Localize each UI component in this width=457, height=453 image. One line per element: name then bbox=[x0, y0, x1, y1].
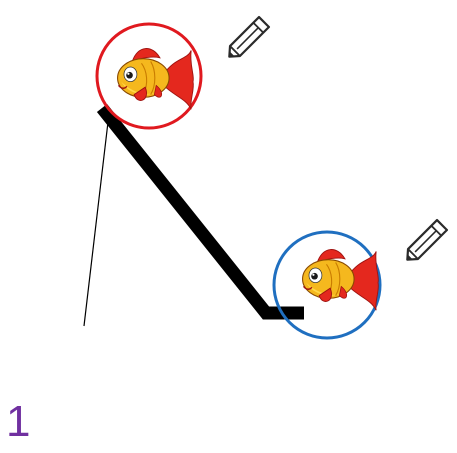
bottom-fish-group bbox=[272, 230, 382, 340]
thin-line bbox=[83, 121, 109, 327]
goldfish-icon bbox=[301, 248, 380, 311]
page-number: 1 bbox=[6, 397, 31, 446]
thick-rod bbox=[96, 103, 304, 320]
bottom-circle bbox=[272, 230, 382, 340]
pencil-icon bbox=[401, 218, 449, 266]
top-fish-group bbox=[95, 22, 203, 130]
goldfish-icon bbox=[116, 47, 195, 110]
pencil-icon bbox=[223, 15, 271, 63]
top-circle bbox=[95, 22, 203, 130]
